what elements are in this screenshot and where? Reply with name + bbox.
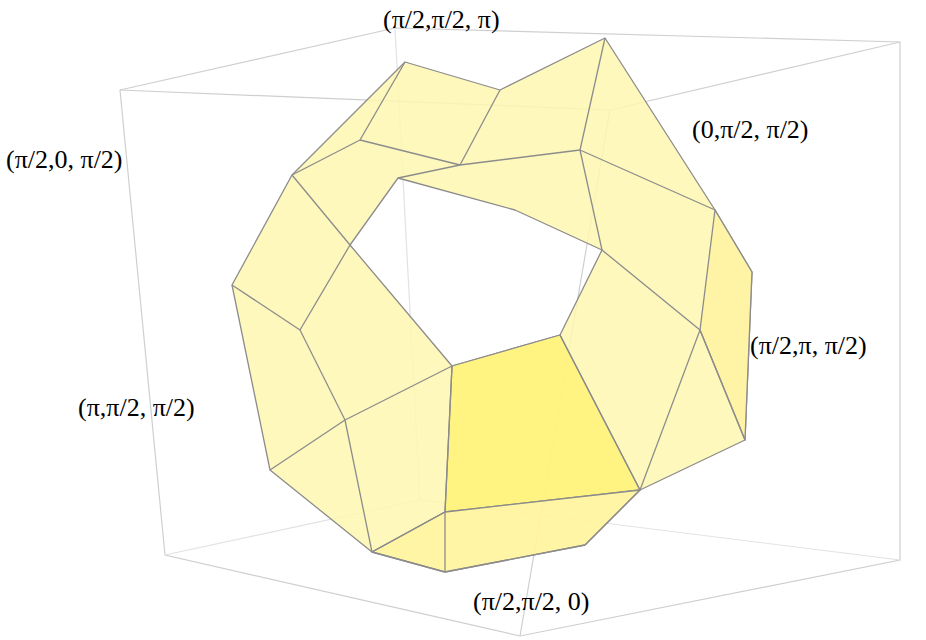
bounding-cube (120, 28, 900, 636)
coordinate-label: (π/2,π/2, π) (383, 4, 500, 35)
coordinate-label: (π/2,π, π/2) (750, 330, 867, 361)
coordinate-label: (0,π/2, π/2) (692, 114, 809, 145)
coordinate-label: (π,π/2, π/2) (78, 392, 195, 423)
coordinate-label: (π/2,π/2, 0) (473, 586, 590, 617)
toroidal-polyhedron (232, 38, 752, 572)
coordinate-label: (π/2,0, π/2) (6, 144, 123, 175)
